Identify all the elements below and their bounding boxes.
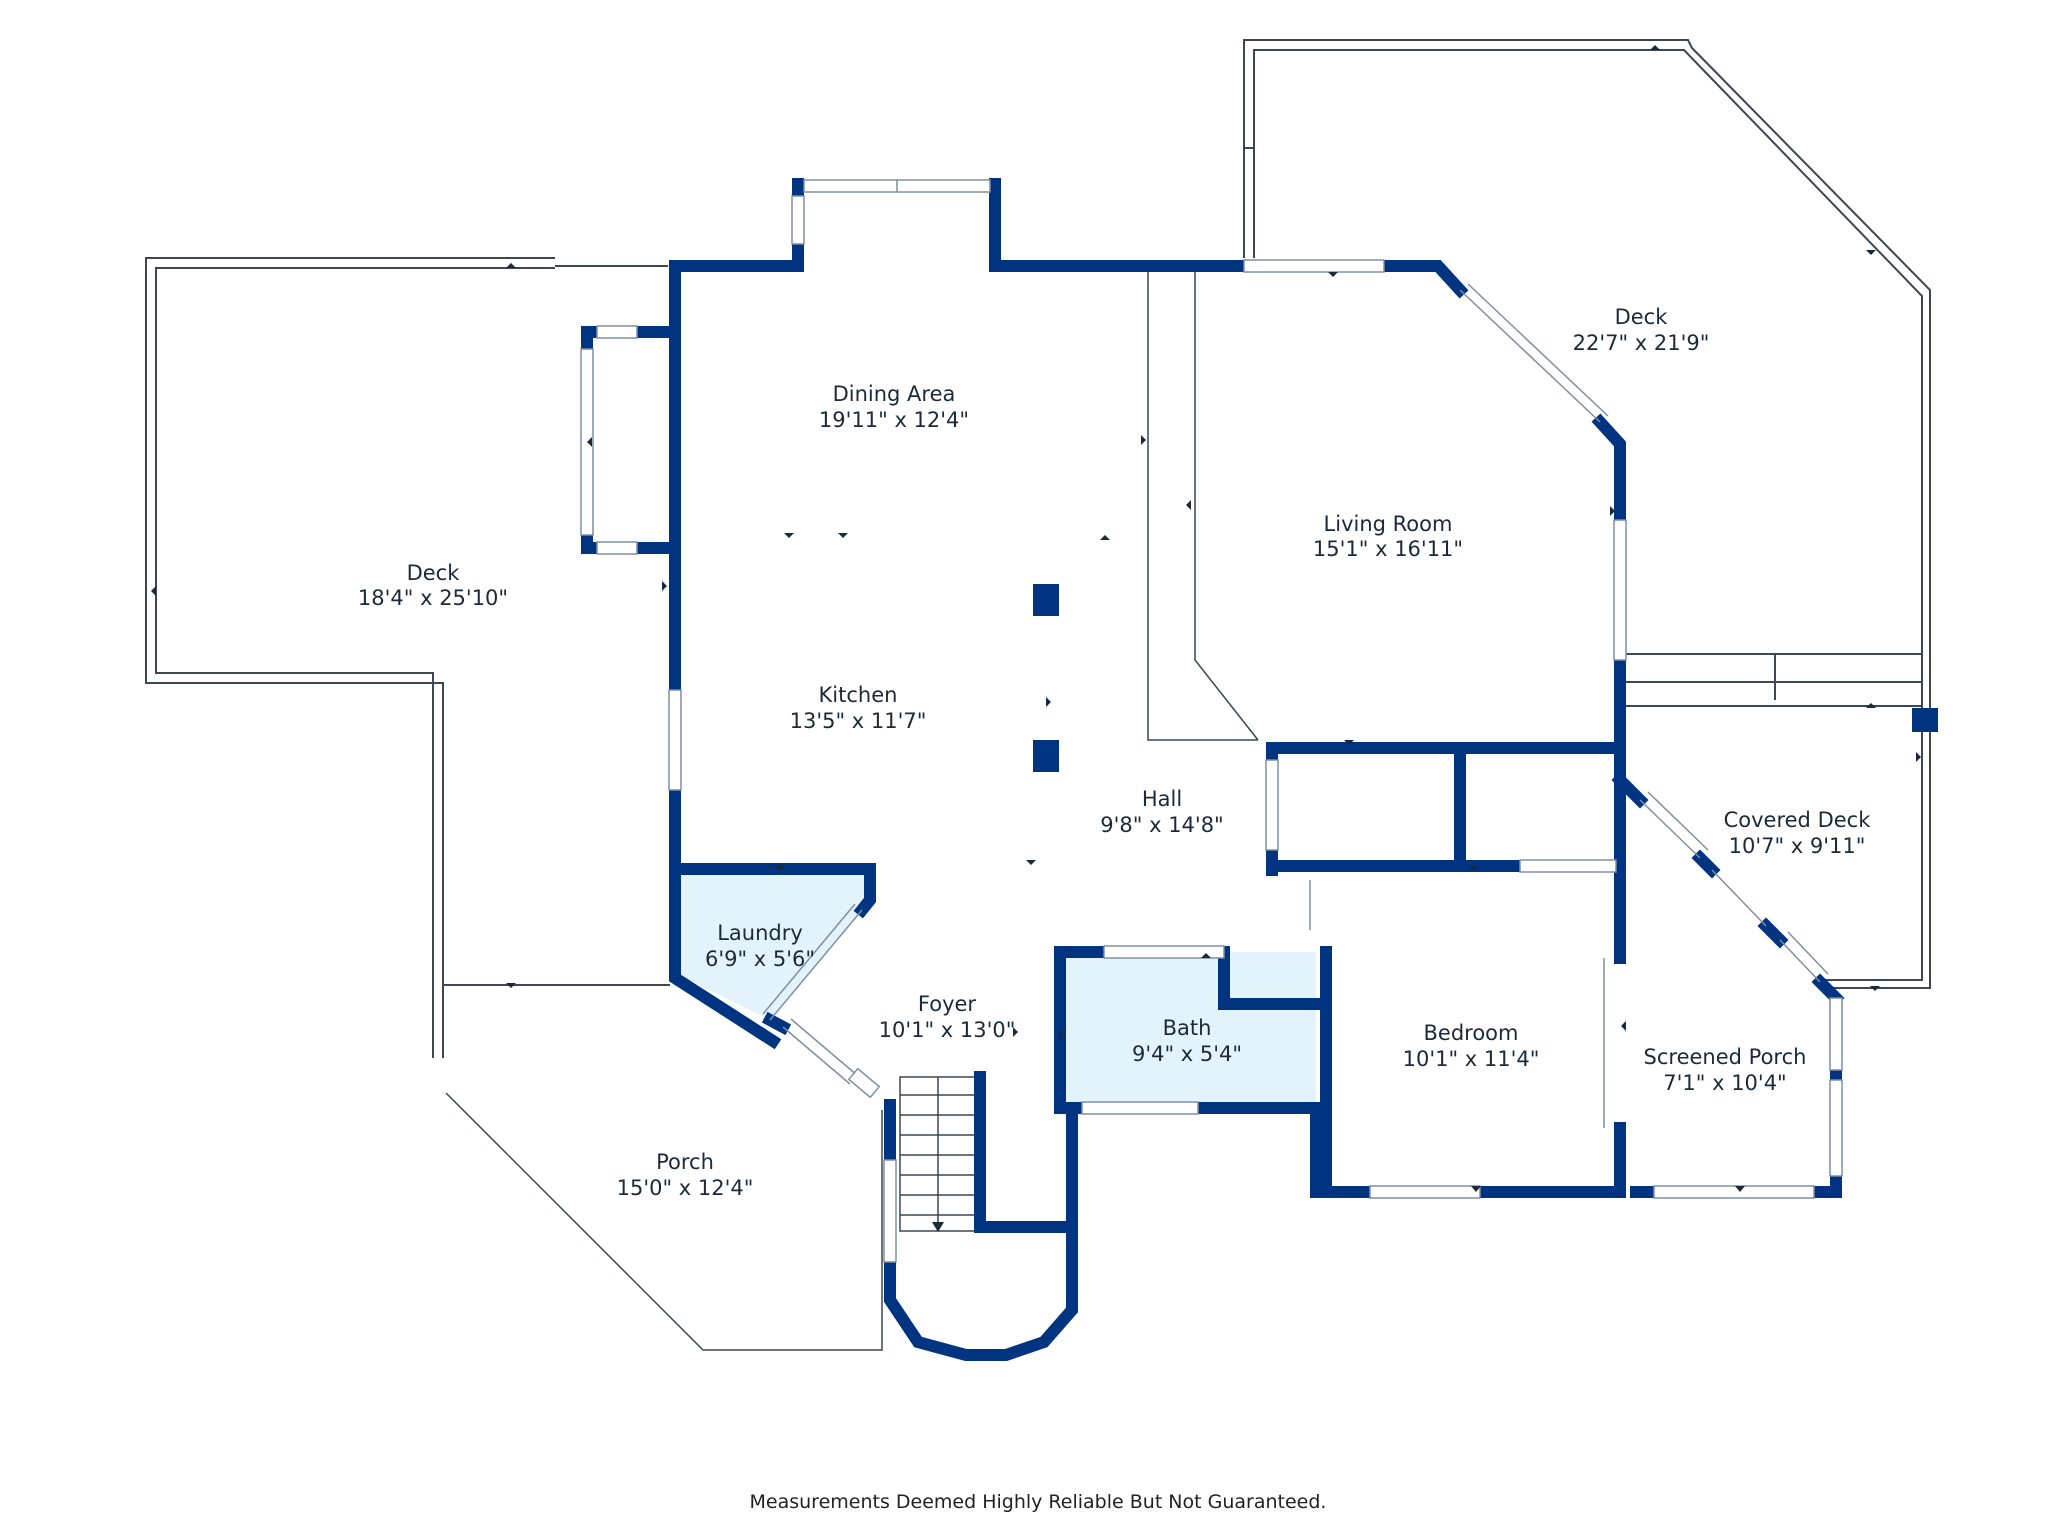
laundry-name: Laundry <box>717 921 803 945</box>
laundry-fill <box>675 869 870 1020</box>
laundry-dims: 6'9" x 5'6" <box>705 947 815 971</box>
hall-dims: 9'8" x 14'8" <box>1100 813 1223 837</box>
bath-fill <box>1060 952 1316 1103</box>
wall-posts <box>1033 584 1938 772</box>
kitchen-name: Kitchen <box>819 683 898 707</box>
deck-left-name: Deck <box>407 561 461 585</box>
foyer-dims: 10'1" x 13'0" <box>879 1018 1016 1042</box>
bath-dims: 9'4" x 5'4" <box>1132 1042 1242 1066</box>
deck-left-outline <box>145 257 670 1058</box>
covered-deck-dims: 10'7" x 9'11" <box>1729 834 1866 858</box>
living-room-name: Living Room <box>1324 512 1453 536</box>
foyer-name: Foyer <box>918 992 977 1016</box>
bedroom-name: Bedroom <box>1424 1021 1519 1045</box>
deck-right-name: Deck <box>1615 305 1669 329</box>
porch-outline <box>445 1092 883 1351</box>
dining-area-dims: 19'11" x 12'4" <box>819 408 969 432</box>
porch-name: Porch <box>656 1150 714 1174</box>
deck-right-dims: 22'7" x 21'9" <box>1573 331 1710 355</box>
dimension-ticks <box>151 45 1921 1192</box>
living-room-dims: 15'1" x 16'11" <box>1313 537 1463 561</box>
porch-dims: 15'0" x 12'4" <box>617 1176 754 1200</box>
bedroom-dims: 10'1" x 11'4" <box>1403 1047 1540 1071</box>
bath-name: Bath <box>1163 1016 1212 1040</box>
deck-left-dims: 18'4" x 25'10" <box>358 586 508 610</box>
screened-porch-dims: 7'1" x 10'4" <box>1663 1071 1786 1095</box>
hall-name: Hall <box>1142 787 1182 811</box>
exterior-walls <box>581 178 1845 1361</box>
disclaimer: Measurements Deemed Highly Reliable But … <box>750 1491 1327 1513</box>
room-labels: Deck 18'4" x 25'10" Dining Area 19'11" x… <box>358 305 1871 1200</box>
kitchen-dims: 13'5" x 11'7" <box>790 709 927 733</box>
dining-area-name: Dining Area <box>833 382 956 406</box>
hall-thin-lines <box>1147 272 1259 741</box>
stairs <box>899 1076 981 1232</box>
screened-porch-name: Screened Porch <box>1644 1045 1807 1069</box>
covered-deck-name: Covered Deck <box>1724 808 1872 832</box>
